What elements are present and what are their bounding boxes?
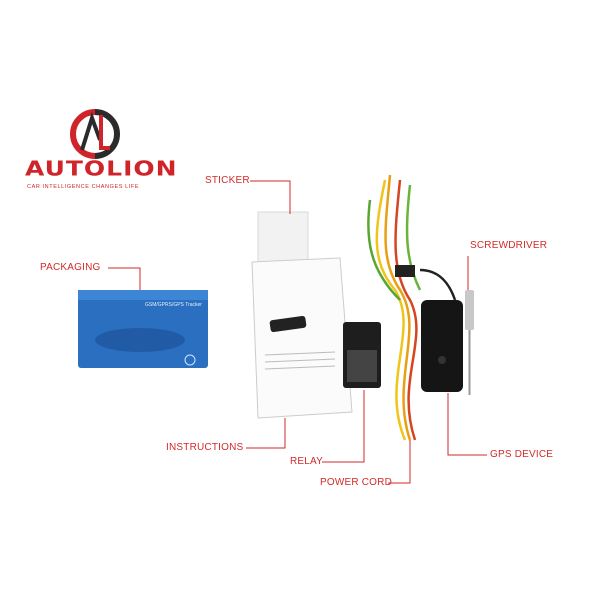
- leader-lines: [108, 180, 487, 484]
- instruction-manual: [251, 257, 353, 419]
- label-sticker: STICKER: [205, 175, 250, 186]
- logo-tagline: CAR INTELLIGENCE CHANGES LIFE: [27, 184, 140, 190]
- gps-device: [421, 300, 463, 392]
- power-cord: [367, 174, 457, 441]
- label-gps-device: GPS DEVICE: [490, 449, 554, 460]
- packaging-text: GSM/GPRS/GPS Tracker: [145, 302, 202, 308]
- label-instructions: INSTRUCTIONS: [166, 442, 244, 453]
- connector: [395, 265, 415, 277]
- packaging-box: [78, 290, 208, 368]
- label-screwdriver: SCREWDRIVER: [470, 240, 548, 251]
- logo-monogram: [70, 109, 120, 159]
- relay: [343, 322, 381, 388]
- label-packaging: PACKAGING: [40, 262, 101, 273]
- logo-wordmark: AUTOLION: [25, 157, 178, 181]
- label-power-cord: POWER CORD: [320, 477, 392, 488]
- screwdriver: [465, 290, 474, 395]
- label-relay: RELAY: [290, 456, 324, 467]
